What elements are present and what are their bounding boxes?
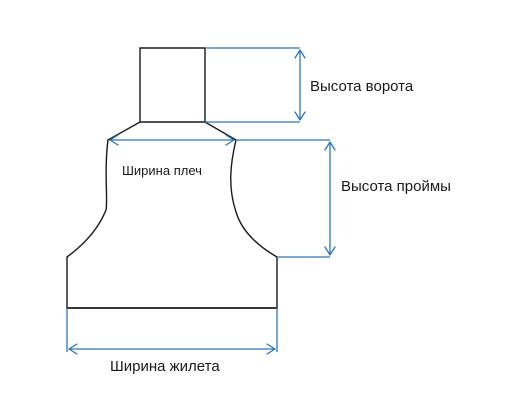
armhole-height-label: Высота проймы xyxy=(341,178,451,195)
vest-width-label: Ширина жилета xyxy=(110,358,220,375)
body-outline xyxy=(66,121,278,309)
collar-height-label: Высота ворота xyxy=(310,78,414,95)
shoulder-width-dimension xyxy=(109,134,235,146)
collar-outline xyxy=(139,47,206,123)
armhole-height-dimension xyxy=(236,139,336,258)
vest-width-dimension xyxy=(66,308,278,355)
vest-outline xyxy=(66,47,278,309)
collar-height-dimension xyxy=(205,47,306,123)
shoulder-width-label: Ширина плеч xyxy=(122,163,202,178)
